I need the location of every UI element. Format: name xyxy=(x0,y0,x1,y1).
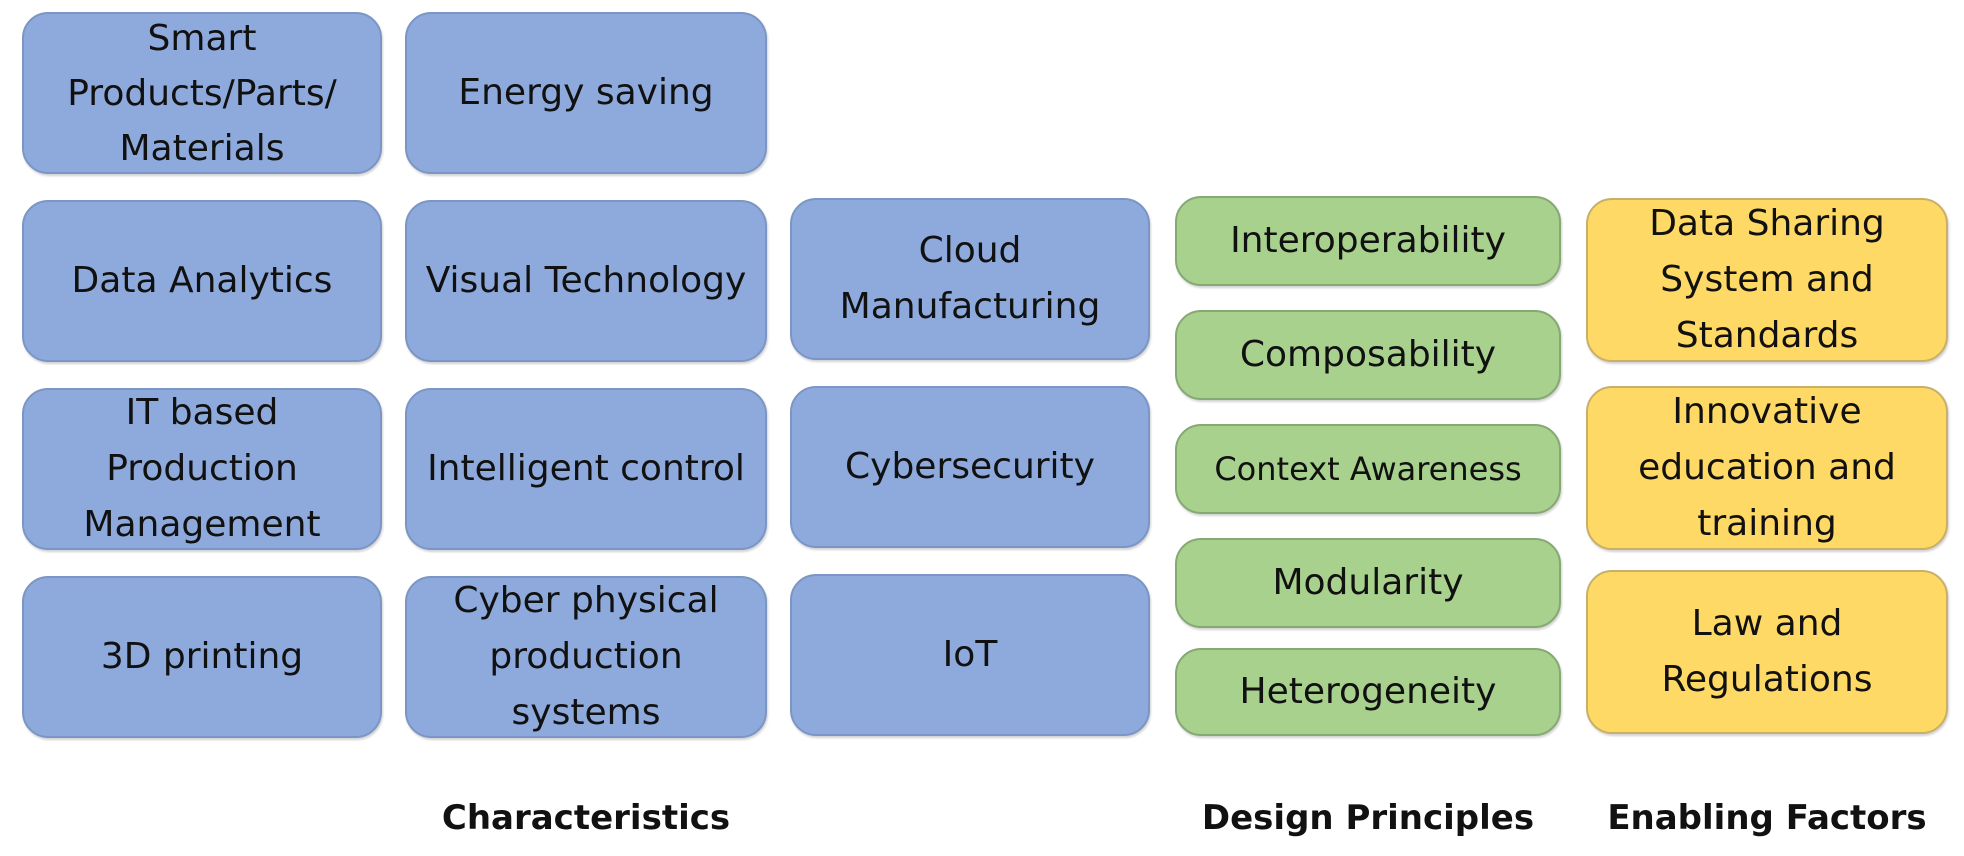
box-smart-products: Smart Products/Parts/ Materials xyxy=(22,12,382,174)
box-energy-saving: Energy saving xyxy=(405,12,767,174)
box-data-sharing: Data Sharing System and Standards xyxy=(1586,198,1948,362)
box-3d-printing: 3D printing xyxy=(22,576,382,738)
box-cybersecurity: Cybersecurity xyxy=(790,386,1150,548)
box-intelligent-control: Intelligent control xyxy=(405,388,767,550)
label-design-principles: Design Principles xyxy=(1201,798,1535,838)
box-modularity: Modularity xyxy=(1175,538,1561,628)
box-law-regulations: Law and Regulations xyxy=(1586,570,1948,734)
label-enabling-factors: Enabling Factors xyxy=(1607,798,1927,838)
box-heterogeneity: Heterogeneity xyxy=(1175,648,1561,736)
box-iot: IoT xyxy=(790,574,1150,736)
box-cyber-physical-systems: Cyber physical production systems xyxy=(405,576,767,738)
box-visual-technology: Visual Technology xyxy=(405,200,767,362)
box-innovative-education: Innovative education and training xyxy=(1586,386,1948,550)
box-interoperability: Interoperability xyxy=(1175,196,1561,286)
box-cloud-manufacturing: Cloud Manufacturing xyxy=(790,198,1150,360)
box-context-awareness: Context Awareness xyxy=(1175,424,1561,514)
label-characteristics: Characteristics xyxy=(441,798,731,838)
box-composability: Composability xyxy=(1175,310,1561,400)
box-data-analytics: Data Analytics xyxy=(22,200,382,362)
box-it-production-management: IT based Production Management xyxy=(22,388,382,550)
